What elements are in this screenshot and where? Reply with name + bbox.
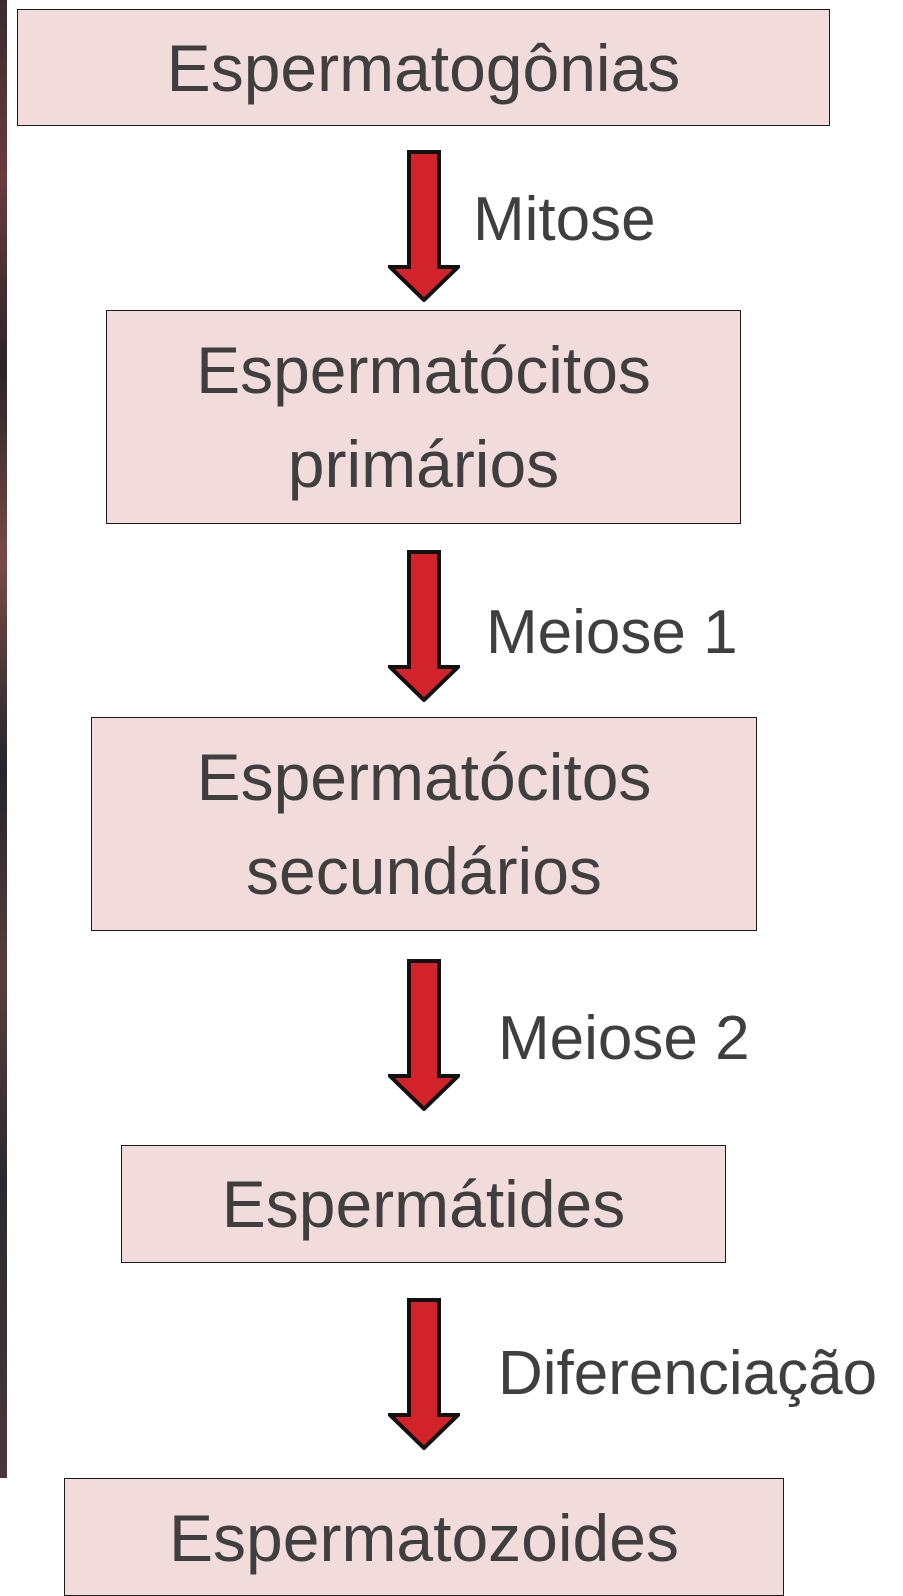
stage-box-spermatids: Espermátides xyxy=(121,1145,726,1263)
down-arrow-icon xyxy=(388,550,460,702)
stage-label: Espermátides xyxy=(221,1167,626,1241)
transition-label-meiosis-1: Meiose 1 xyxy=(486,598,738,667)
transition-label-differentiation: Diferenciação xyxy=(498,1339,878,1408)
stage-label-line-1: Espermatócitos xyxy=(196,333,651,407)
stage-box-spermatozoa: Espermatozoides xyxy=(64,1478,784,1596)
down-arrow-icon xyxy=(388,1298,460,1450)
stage-label-line-1: Espermatócitos xyxy=(196,740,652,814)
down-arrow-icon xyxy=(388,959,460,1111)
stage-label: Espermatozoides xyxy=(169,1501,679,1575)
background-photo-edge xyxy=(0,0,7,1478)
stage-box-spermatogonia: Espermatogônias xyxy=(17,9,830,126)
stage-label-line-2: primários xyxy=(287,427,560,501)
transition-label-meiosis-2: Meiose 2 xyxy=(498,1004,750,1073)
transition-label-mitosis: Mitose xyxy=(473,185,656,254)
stage-label: Espermatogônias xyxy=(166,30,681,105)
stage-box-primary-spermatocytes: Espermatócitos primários xyxy=(106,310,741,524)
stage-box-secondary-spermatocytes: Espermatócitos secundários xyxy=(91,717,757,931)
stage-label-line-2: secundários xyxy=(246,834,602,908)
down-arrow-icon xyxy=(388,150,460,302)
